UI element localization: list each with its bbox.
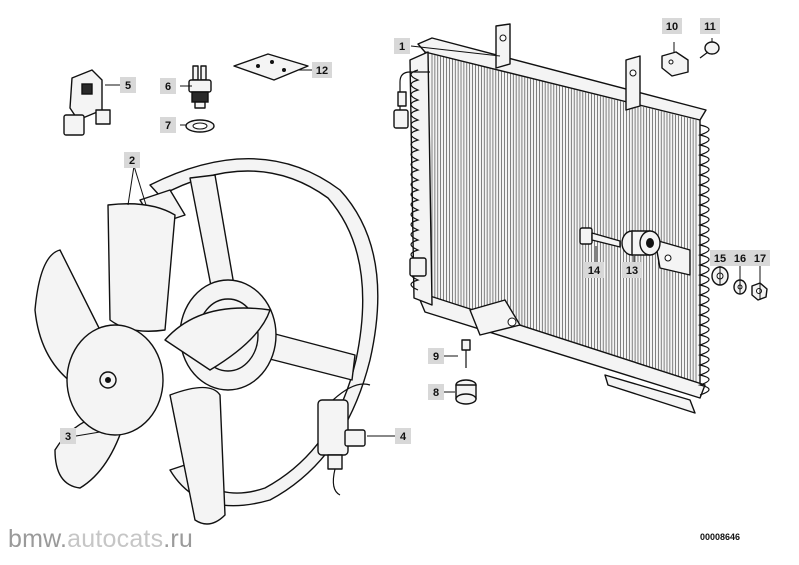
svg-text:17: 17: [754, 253, 766, 265]
callout-17: 17: [750, 250, 770, 266]
callout-3: 3: [60, 428, 76, 444]
sealing-ring[interactable]: [185, 119, 215, 133]
svg-text:14: 14: [588, 265, 601, 277]
callout-16: 16: [730, 250, 750, 266]
svg-text:16: 16: [734, 253, 746, 265]
callout-15: 15: [710, 250, 730, 266]
callout-9: 9: [428, 348, 444, 364]
svg-text:1: 1: [399, 41, 405, 53]
callout-6: 6: [160, 78, 176, 94]
rubber-mount-8[interactable]: [455, 379, 477, 405]
callout-10: 10: [662, 18, 682, 34]
callout-4: 4: [395, 428, 411, 444]
callout-2: 2: [124, 152, 140, 168]
svg-text:15: 15: [714, 253, 726, 265]
callout-13: 13: [622, 262, 642, 278]
temperature-switch[interactable]: [188, 65, 212, 109]
svg-text:7: 7: [165, 120, 171, 132]
bolt-9[interactable]: [461, 339, 471, 368]
sleeve-13[interactable]: [621, 230, 661, 256]
fan-wheel[interactable]: [34, 203, 271, 525]
callout-5: 5: [120, 77, 136, 93]
svg-text:12: 12: [316, 65, 328, 77]
callout-12: 12: [312, 62, 332, 78]
callout-7: 7: [160, 117, 176, 133]
watermark: bmw.autocats.ru: [8, 525, 193, 554]
fan-connector[interactable]: [317, 383, 371, 496]
screw-11[interactable]: [699, 41, 720, 59]
condenser-fins: [431, 54, 697, 390]
svg-text:13: 13: [626, 265, 638, 277]
callout-14: 14: [584, 262, 604, 278]
svg-text:10: 10: [666, 21, 678, 33]
bolt-14[interactable]: [579, 227, 621, 248]
callout-1: 1: [394, 38, 410, 54]
watermark-brand: autocats: [67, 525, 164, 553]
callout-8: 8: [428, 384, 444, 400]
svg-text:11: 11: [704, 21, 716, 33]
svg-text:2: 2: [129, 155, 135, 167]
svg-text:6: 6: [165, 81, 171, 93]
leader-lines: [75, 38, 761, 437]
svg-text:9: 9: [433, 351, 439, 363]
clip-10[interactable]: [661, 51, 689, 77]
watermark-suffix: .ru: [163, 525, 194, 553]
svg-text:5: 5: [125, 80, 131, 92]
reference-code: 00008646: [700, 532, 740, 542]
mounting-plate[interactable]: [233, 53, 309, 81]
condenser[interactable]: [393, 23, 710, 414]
watermark-prefix: bmw.: [8, 525, 68, 553]
svg-text:4: 4: [400, 431, 407, 443]
resistor-part[interactable]: [63, 69, 111, 136]
svg-text:8: 8: [433, 387, 439, 399]
callout-11: 11: [700, 18, 720, 34]
svg-text:3: 3: [65, 431, 71, 443]
